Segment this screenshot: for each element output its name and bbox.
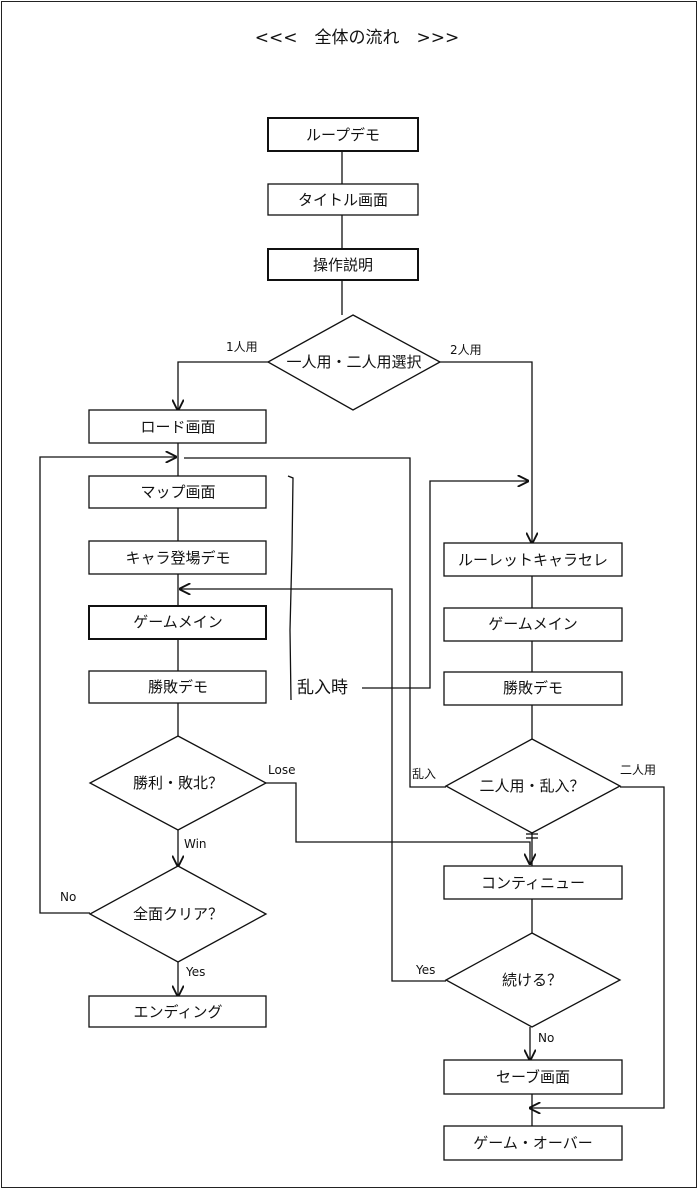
node-roulette-select [443,542,623,577]
label-no-clear: No [60,890,76,904]
edge-no-loop [39,457,176,914]
node-two-player-intrude-label: 二人用・乱入？ [479,777,584,795]
diagram-title: <<< 全体の流れ >>> [255,28,459,48]
node-load-screen [88,409,267,444]
node-result-demo-1p [88,670,267,704]
node-continue-label: コンティニュー [481,874,585,892]
node-map-screen-label: マップ画面 [140,483,215,501]
node-ending-label: エンディング [134,1003,223,1021]
node-chara-demo-label: キャラ登場デモ [125,549,230,567]
label-one-player: 1人用 [226,340,258,354]
node-save-screen [443,1059,623,1095]
label-intrude-time: 乱入時 [297,678,348,698]
node-title-screen-label: タイトル画面 [298,191,388,209]
label-lose: Lose [268,763,295,777]
node-result-demo-2p-label: 勝敗デモ [503,679,563,697]
node-two-player-intrude [444,738,622,834]
node-map-screen [88,475,267,509]
node-continue-question-label: 続ける？ [502,971,562,989]
edge-intrude-time [362,481,528,689]
edge-select-2p [436,361,532,543]
node-game-main-2p-label: ゲームメイン [488,615,578,633]
edge-lose-continue [264,782,530,864]
label-two-player: 2人用 [450,343,482,357]
label-yes-continue: Yes [415,963,435,977]
node-loop-demo [267,117,419,152]
node-win-lose-label: 勝利・敗北？ [133,774,223,792]
node-result-demo-2p [443,671,623,706]
edge-yes-continue [180,589,446,982]
node-win-lose [88,735,268,831]
label-two-player-branch: 二人用 [620,763,656,777]
node-player-select [266,314,442,411]
label-intrude: 乱入 [412,767,436,781]
node-game-main-2p [443,607,623,642]
node-ending [88,995,267,1028]
edge-select-1p [178,361,268,410]
node-chara-demo [88,540,267,575]
label-win: Win [184,837,207,851]
node-game-main-1p-label: ゲームメイン [133,613,223,631]
node-game-over-label: ゲーム・オーバー [473,1134,592,1152]
node-all-clear [88,865,268,963]
edge-intrude-loop [184,457,446,788]
node-game-main-1p [88,605,267,640]
node-result-demo-1p-label: 勝敗デモ [148,678,208,696]
edge-2p-save [530,786,665,1108]
node-all-clear-label: 全面クリア？ [133,905,223,923]
label-yes-clear: Yes [185,965,205,979]
node-load-screen-label: ロード画面 [140,418,215,436]
label-no-continue: No [538,1031,554,1045]
node-title-screen [267,183,419,216]
node-instructions-label: 操作説明 [313,256,373,274]
node-continue-question [444,932,622,1028]
node-game-over [443,1125,623,1161]
node-roulette-select-label: ルーレットキャラセレ [458,551,608,569]
intrude-bracket [287,475,294,701]
node-save-screen-label: セーブ画面 [496,1068,570,1086]
node-continue [443,865,623,900]
node-loop-demo-label: ループデモ [306,126,380,144]
node-player-select-label: 一人用・二人用選択 [286,353,421,371]
node-instructions [267,248,419,281]
